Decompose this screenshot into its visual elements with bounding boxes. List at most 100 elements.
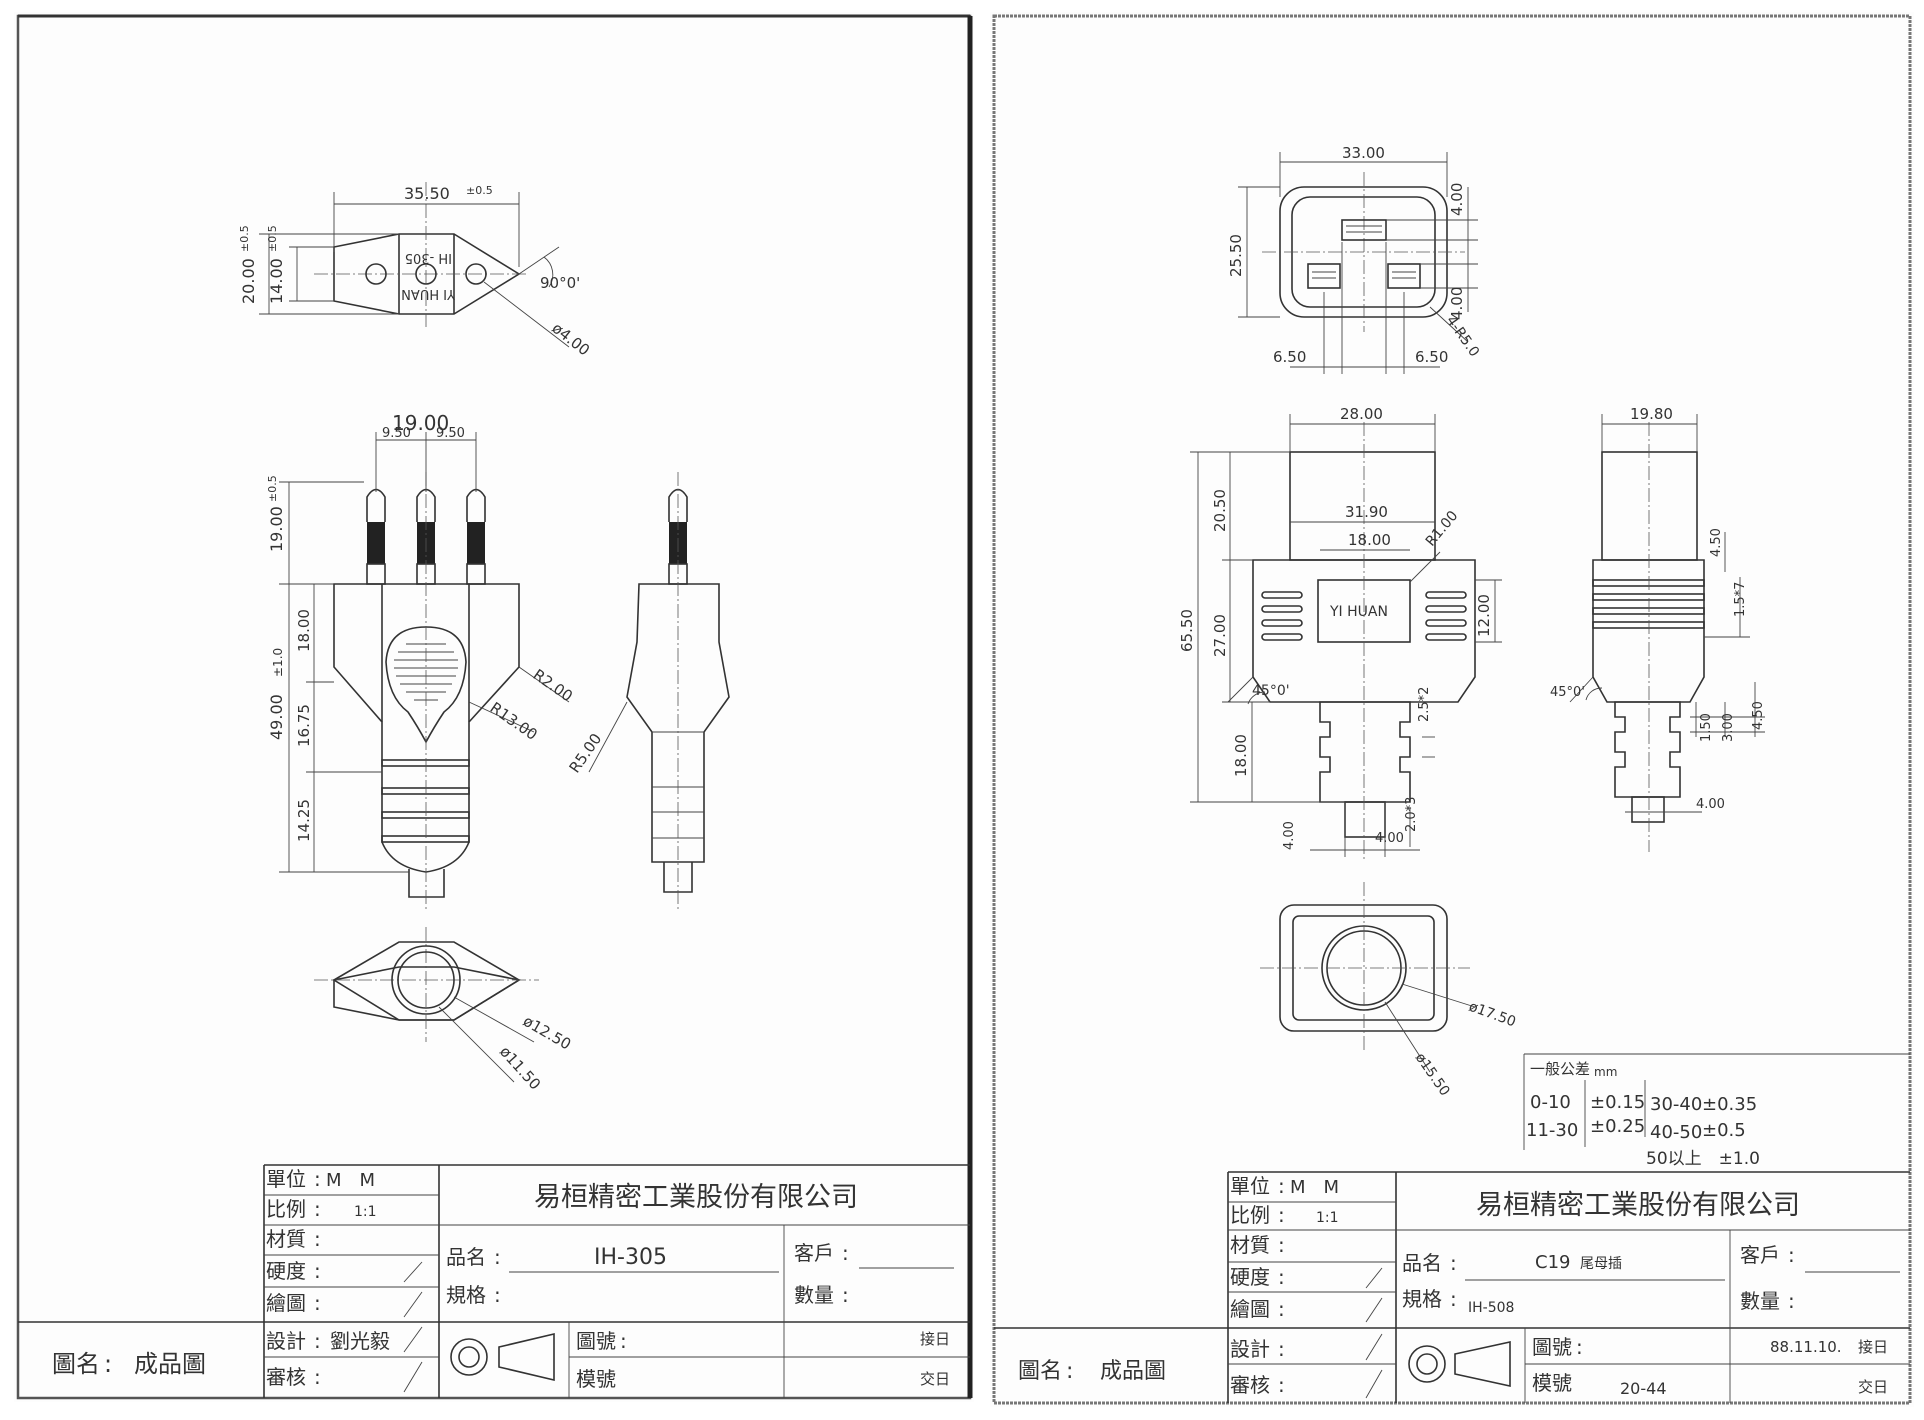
dim-1425: 14.25 — [295, 799, 313, 842]
svg-text::: : — [494, 1245, 501, 1269]
r-scale-label: 比例 — [1230, 1203, 1270, 1227]
dim-pin-len-tol: ±0.5 — [266, 475, 279, 502]
r-product-value: C19 — [1535, 1252, 1570, 1273]
dim-c1150: ø11.50 — [496, 1043, 544, 1094]
r-product-label: 品名 — [1402, 1251, 1442, 1275]
svg-text::: : — [842, 1241, 849, 1265]
svg-text::: : — [1278, 1203, 1285, 1227]
dim-h12: 12.00 — [1475, 594, 1493, 637]
svg-text::: : — [314, 1167, 321, 1191]
svg-text::: : — [494, 1283, 501, 1307]
dim-c1250: ø12.50 — [520, 1012, 574, 1054]
dim-r2: R2.00 — [530, 666, 576, 706]
right-title-block: 單位 : M M 比例 : 1:1 材質 : 硬度 : 繪圖 : 設計 : 審核… — [994, 1171, 1910, 1403]
tolerance-unit: mm — [1594, 1065, 1617, 1079]
dim-p2: 9.50 — [436, 426, 465, 441]
tol-r0-c3: ±0.35 — [1702, 1094, 1757, 1115]
figure-value: 成品圖 — [134, 1350, 206, 1378]
r-figure-value: 成品圖 — [1100, 1359, 1166, 1384]
product-label: 品名 — [446, 1245, 486, 1269]
side-grip-body — [1592, 559, 1705, 703]
dim-w33: 33.00 — [1342, 144, 1385, 162]
right-sheet-border — [992, 14, 1912, 1405]
side-strain-relief — [1614, 701, 1681, 798]
dim-h20-tol: ±0.5 — [238, 225, 251, 252]
cable-exit-outer — [391, 945, 461, 1015]
svg-text::: : — [842, 1283, 849, 1307]
c19-face-view: 33.00 25.50 4.00 4.00 4-R5.0 6.50 6.50 — [1227, 144, 1482, 374]
material-label: 材質 — [266, 1227, 306, 1251]
tol-extra: 50以上 ±1.0 — [1646, 1149, 1760, 1169]
r-unit-value: M M — [1290, 1177, 1339, 1198]
pin-hole-right — [465, 263, 487, 285]
strain-relief — [381, 759, 470, 843]
svg-text::: : — [1278, 1265, 1285, 1289]
qty-label: 數量 — [794, 1283, 834, 1307]
dim-c1750: ø17.50 — [1467, 999, 1518, 1031]
side-upper-body — [1601, 451, 1698, 561]
dim-d4a: 4.00 — [1448, 183, 1466, 216]
plug-face-outline — [333, 233, 521, 315]
tolerance-title: 一般公差 — [1530, 1060, 1590, 1078]
projection-symbol-cone — [498, 1332, 555, 1382]
tol-r0-c1: ±0.15 — [1590, 1092, 1645, 1113]
r-spec-value: IH-508 — [1468, 1300, 1514, 1316]
dim-d4b: 4.00 — [1448, 287, 1466, 320]
customer-label: 客戶 — [794, 1241, 834, 1265]
contact-slot-right — [1387, 263, 1421, 289]
dim-w18: 18.00 — [1348, 531, 1391, 549]
company-name: 易桓精密工業股份有限公司 — [534, 1182, 858, 1213]
r-receive-label: 接日 — [1858, 1338, 1888, 1356]
c19-side-view: 19.80 4.50 1.5*7 45°0' 1.50 3.00 4.50 4.… — [1550, 405, 1766, 852]
svg-text::: : — [314, 1197, 321, 1221]
design-value: 劉光毅 — [330, 1329, 390, 1353]
dim-angle: 90°0' — [540, 274, 580, 292]
r-unit-label: 單位 — [1230, 1174, 1270, 1198]
r-company-name: 易桓精密工業股份有限公司 — [1476, 1190, 1800, 1221]
pin-left — [366, 488, 386, 585]
right-projection-cone — [1454, 1341, 1511, 1387]
svg-text::: : — [1278, 1337, 1285, 1361]
svg-text::: : — [1278, 1174, 1285, 1198]
pin-hole-center — [415, 263, 437, 285]
unit-label: 單位 — [266, 1167, 306, 1191]
svg-text::: : — [314, 1329, 321, 1353]
dim-hole: ø4.00 — [549, 319, 594, 359]
tol-r1-c2: 40-50 — [1650, 1122, 1702, 1143]
svg-text::: : — [1278, 1373, 1285, 1397]
left-drawing-canvas: IH -305 YI HUAN 35.50 ±0.5 20.00 ±0.5 14… — [16, 14, 973, 1400]
dim-g25: 2.5*2 — [1417, 687, 1432, 722]
front-grip-ribs-right — [1425, 591, 1467, 641]
r-product-sub: 尾母插 — [1580, 1256, 1622, 1272]
svg-text::: : — [1576, 1335, 1583, 1359]
r-date-value: 88.11.10. — [1770, 1338, 1842, 1356]
svg-text::: : — [1278, 1233, 1285, 1257]
svg-text::: : — [1788, 1289, 1795, 1313]
dim-c1550: ø15.50 — [1412, 1050, 1453, 1099]
scale-value: 1:1 — [354, 1204, 377, 1220]
tol-r0-c2: 30-40 — [1650, 1094, 1702, 1115]
r-mold-label: 模號 — [1532, 1371, 1572, 1395]
right-drawing-canvas: 33.00 25.50 4.00 4.00 4-R5.0 6.50 6.50 Y… — [992, 14, 1912, 1405]
r-spec-label: 規格 — [1402, 1287, 1442, 1311]
svg-text::: : — [1788, 1243, 1795, 1267]
left-title-block: 單位 : M M 比例 : 1:1 材質 : 硬度 : 繪圖 : 設計 : 劉光… — [18, 1164, 970, 1398]
pin-right — [466, 488, 486, 585]
spec-label: 規格 — [446, 1283, 486, 1307]
tol-r1-c1: ±0.25 — [1590, 1116, 1645, 1137]
dim-s400: 4.00 — [1696, 797, 1725, 812]
tol-r0-c0: 0-10 — [1530, 1092, 1571, 1113]
dim-r1: R1.00 — [1423, 508, 1462, 550]
svg-text::: : — [1450, 1251, 1457, 1275]
r-drawn-label: 繪圖 — [1230, 1297, 1270, 1321]
r-figure-label: 圖名 — [1018, 1359, 1062, 1384]
plug-face-text-1: IH -305 — [405, 250, 452, 265]
dim-g20: 2.0*3 — [1404, 797, 1419, 832]
dim-h6550: 65.50 — [1178, 609, 1196, 652]
side-grip-ribs — [1592, 579, 1705, 629]
dim-h14-tol: ±0.5 — [266, 225, 279, 252]
tol-r1-c0: 11-30 — [1526, 1120, 1578, 1141]
dim-s300: 3.00 — [1721, 713, 1736, 742]
r-drawing-no-label: 圖號 — [1532, 1335, 1572, 1359]
dim-18: 18.00 — [295, 609, 313, 652]
